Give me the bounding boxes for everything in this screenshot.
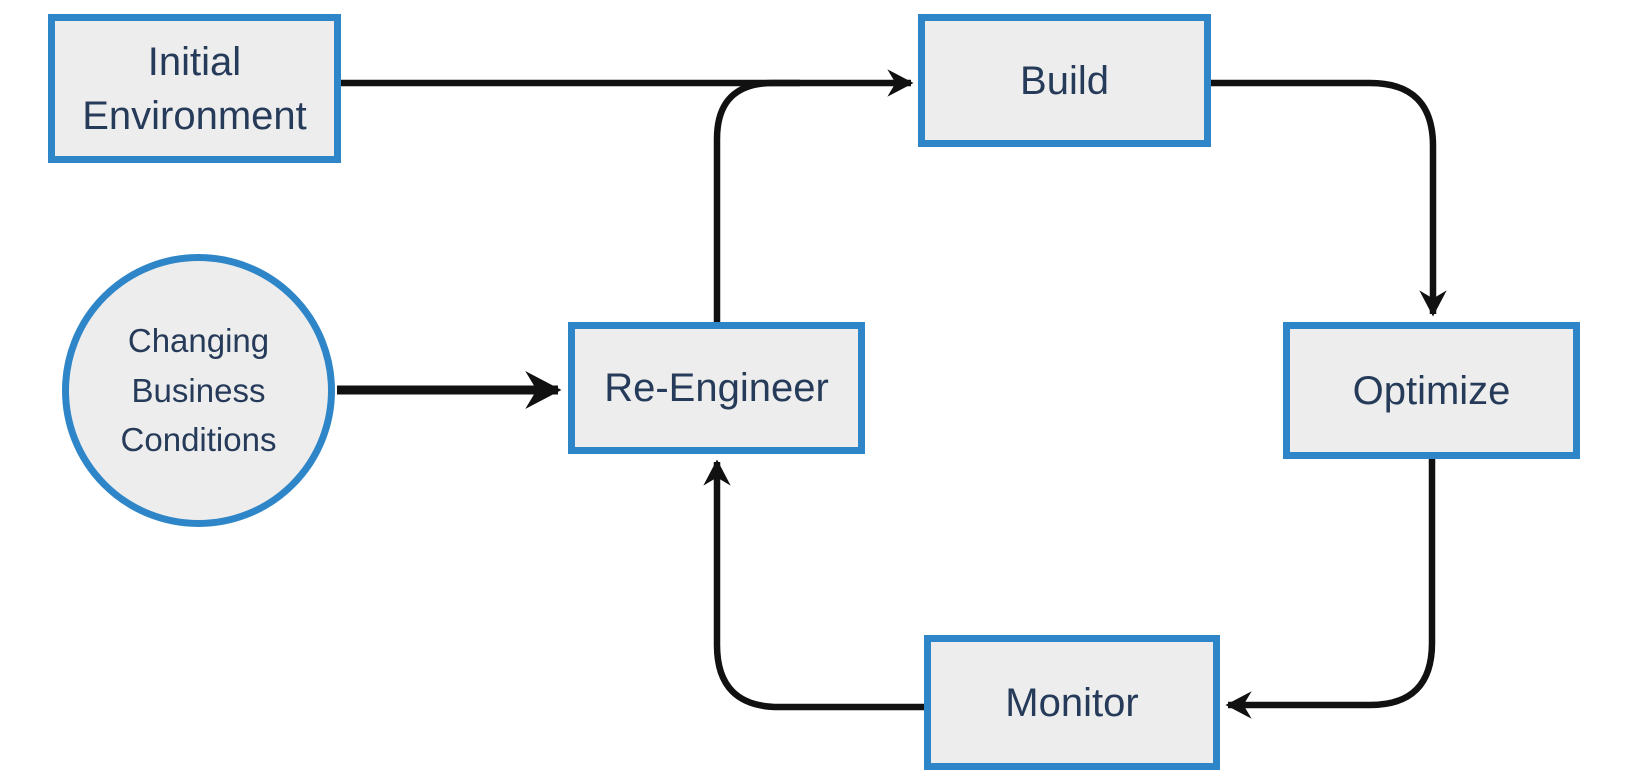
node-build-shape <box>918 14 1211 147</box>
connector-monitor-to-re-engineer <box>703 459 924 711</box>
connector-build-to-optimize <box>1211 79 1447 317</box>
connector-re-engineer-to-build <box>713 79 800 322</box>
connector-optimize-to-monitor <box>1225 459 1436 719</box>
node-optimize-shape <box>1283 322 1580 459</box>
node-initial-environment-shape <box>48 14 341 163</box>
node-changing-business-conditions-shape <box>62 254 335 527</box>
node-monitor-shape <box>924 635 1220 770</box>
node-re-engineer-shape <box>568 322 865 454</box>
